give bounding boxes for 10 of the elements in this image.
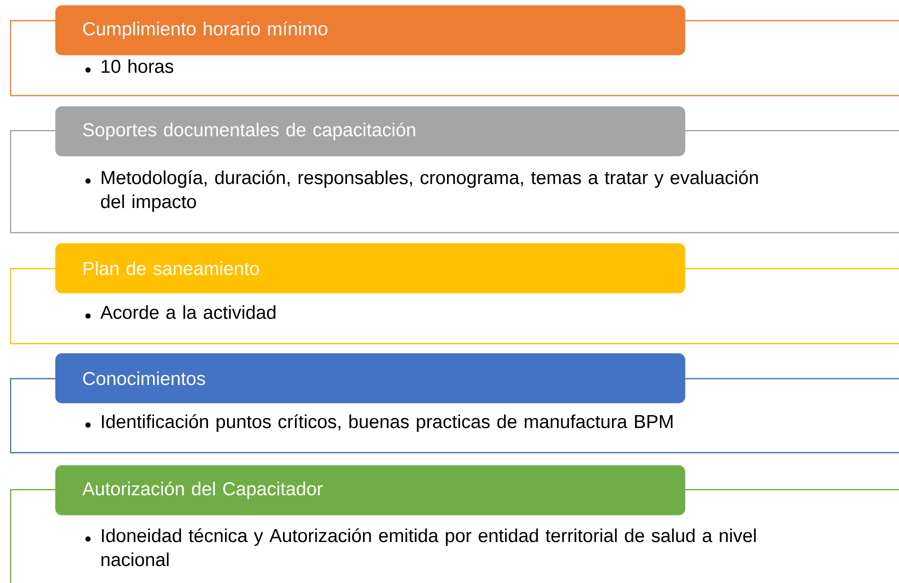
bullet-text: Acorde a la actividad [100, 305, 276, 319]
bullet-text: Metodología, duración, responsables, cronograma, temas a tratar y evaluación del impacto [101, 170, 758, 212]
header-bar: Plan de saneamiento [55, 243, 686, 294]
header-bar: Conocimientos [55, 353, 686, 404]
header-bar: Autorización del Capacitador [55, 465, 686, 516]
header-bar: Cumplimiento horario mínimo [55, 5, 686, 56]
bullet-text: Identificación puntos críticos, buenas practicas de manufactura BPM [102, 414, 672, 432]
bullet-text: 10 horas [102, 59, 174, 73]
bullet-text: Idoneidad técnica y Autorización emitida por entidad territorial de salud a nivel nacional [102, 528, 756, 566]
header-bar: Soportes documentales de capacitación [55, 106, 686, 156]
